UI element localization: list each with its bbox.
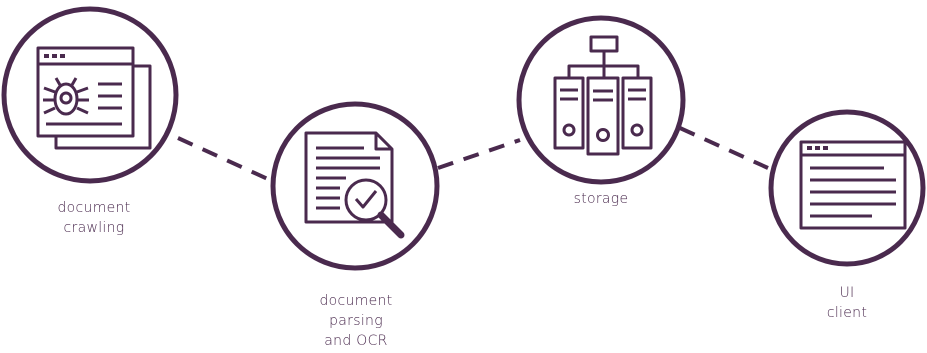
connector-crawling-parsing: [177, 136, 271, 182]
document-magnifier-check-icon: [304, 131, 405, 239]
server-hierarchy-icon: [553, 35, 653, 156]
label-line: document: [319, 293, 393, 309]
label-storage: storage: [521, 189, 681, 209]
connector-parsing-storage: [437, 138, 521, 170]
node-storage: [516, 15, 686, 185]
bug-browser-icon: [36, 46, 152, 150]
node-document-parsing: [270, 101, 440, 271]
label-line: crawling: [63, 220, 125, 236]
browser-window-icon: [799, 140, 907, 230]
label-line: storage: [573, 191, 629, 207]
node-document-crawling: [1, 6, 179, 184]
node-circle: [270, 101, 440, 271]
node-ui-client: [768, 109, 926, 267]
label-line: UI: [839, 285, 855, 301]
label-document-crawling: document crawling: [14, 198, 174, 238]
label-document-parsing: document parsing and OCR: [276, 291, 436, 351]
label-line: document: [57, 200, 131, 216]
label-line: parsing: [329, 313, 383, 329]
label-line: and OCR: [324, 333, 388, 349]
node-circle: [1, 6, 179, 184]
connector-storage-ui: [679, 126, 769, 170]
label-line: client: [826, 305, 868, 321]
node-circle: [768, 109, 926, 267]
label-ui-client: UI client: [767, 283, 927, 323]
node-circle: [516, 15, 686, 185]
